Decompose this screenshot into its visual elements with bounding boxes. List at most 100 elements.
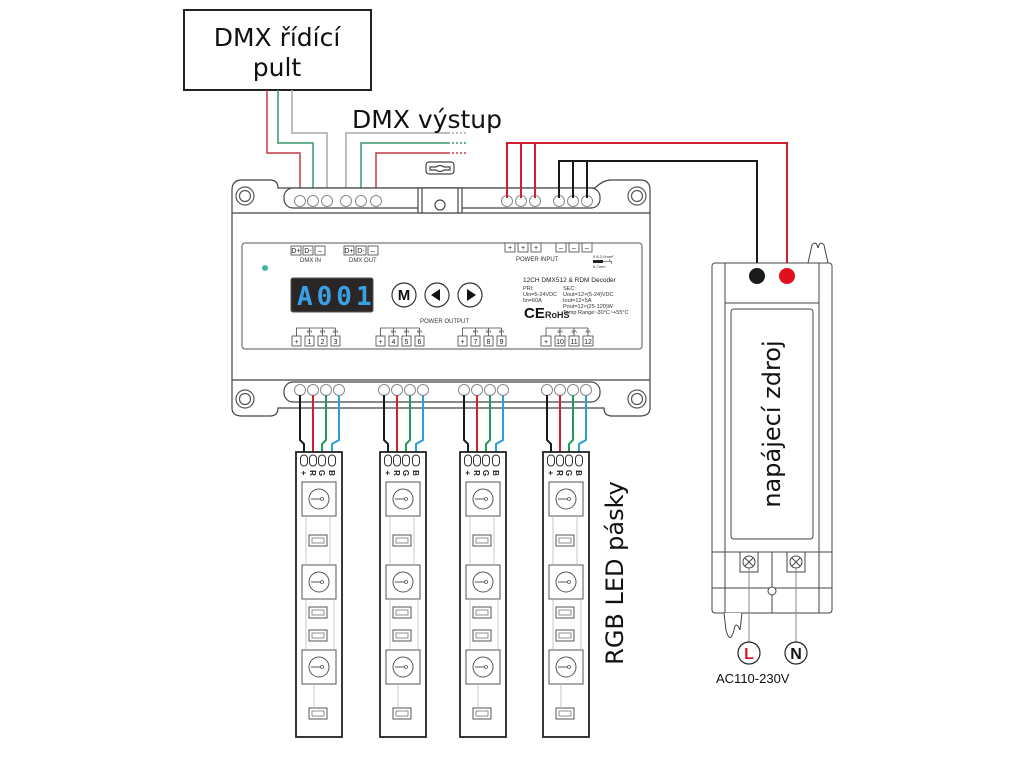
terminal-screw (458, 384, 470, 396)
strip-pin-label: + (546, 471, 555, 476)
strip-wire-+ (463, 395, 469, 458)
top-terminal-block (294, 195, 593, 207)
dmx-output-label: DMX výstup (352, 105, 502, 134)
screw-icon (235, 186, 255, 206)
power-input-minus-2: – (572, 245, 576, 252)
terminal-screw (321, 195, 333, 207)
decoder-specs: 12CH DMX512 & RDM Decoder PRI: Uin=5-24V… (523, 277, 629, 322)
next-button[interactable] (457, 282, 483, 308)
ce-mark: CE (524, 305, 545, 322)
strip-pin-label: R (555, 470, 564, 476)
arrow-right-icon (467, 289, 476, 301)
power-output-plus: + (460, 339, 464, 346)
mounting-screws (235, 186, 647, 409)
pri-title: PRI: (523, 286, 534, 292)
power-input-terminals: + + + – – – POWER INPUT (504, 242, 593, 263)
power-input-plus-2: + (521, 245, 525, 252)
solder-pad (328, 454, 336, 467)
terminal-screw (294, 195, 306, 207)
terminal-screw (580, 384, 592, 396)
power-output-channel: 5 (405, 339, 409, 346)
solder-pad (482, 454, 490, 467)
dmx-out-wires (345, 132, 468, 198)
controller-label-line1: DMX řídící (214, 23, 342, 52)
strip-wire-+ (299, 395, 305, 458)
terminal-screw (355, 195, 367, 207)
wire-strip-spec: 0.8-2.0mm² 6-7mm (593, 254, 614, 269)
terminal-screw (307, 195, 319, 207)
terminal-screw (340, 195, 352, 207)
resistor (555, 707, 575, 720)
terminal-screw (294, 384, 306, 396)
screw-icon (627, 389, 647, 409)
wire-spec-top: 0.8-2.0mm² (593, 254, 614, 259)
strip-pin-label: R (308, 470, 317, 476)
solder-pad (492, 454, 500, 467)
display-readout: A001 (297, 282, 376, 312)
strip-pin-label: B (574, 470, 583, 476)
terminal-screw (404, 384, 416, 396)
strip-wire-+ (383, 395, 389, 458)
resistor (472, 629, 492, 642)
power-output-group: +105A115A125A (540, 327, 594, 347)
dmx-in-terminals: D+ D- – DMX IN (290, 245, 326, 264)
mode-button[interactable]: M (391, 282, 417, 308)
decoder-model: 12CH DMX512 & RDM Decoder (523, 277, 617, 284)
segment-display: A001 (290, 277, 376, 313)
power-output-channel: 10 (556, 339, 564, 346)
strip-pin-label: G (564, 470, 573, 476)
power-output-label: POWER OUTPUT (420, 319, 469, 325)
arrow-left-icon (431, 289, 440, 301)
power-output-channel: 3 (334, 339, 338, 346)
power-input-plus-1: + (508, 245, 512, 252)
psu-negative-wire-1 (558, 160, 758, 276)
dmx-in-wire-red (266, 90, 301, 198)
power-wires (506, 142, 788, 276)
psu-label: napájecí zdroj (758, 340, 786, 507)
mains-neutral: N (784, 641, 808, 665)
screw-icon (627, 186, 647, 206)
strip-pin-label: + (299, 471, 308, 476)
strip-pin-label: B (491, 470, 500, 476)
resistor (472, 606, 492, 619)
power-supply (711, 242, 833, 638)
solder-pad (412, 454, 420, 467)
solder-pad (547, 454, 555, 467)
solder-pad (473, 454, 481, 467)
resistor (308, 707, 328, 720)
power-output-channel: 1 (308, 339, 312, 346)
dmx-in-d-plus: D+ (291, 248, 300, 255)
strip-pin-label: B (327, 470, 336, 476)
strip-pin-label: + (463, 471, 472, 476)
solder-pad (309, 454, 317, 467)
dmx-out-wire-red (375, 152, 450, 198)
led-chip (548, 481, 584, 517)
dmx-out-wire-gray (345, 132, 450, 198)
resistor (308, 606, 328, 619)
resistor (392, 534, 412, 547)
mode-button-label: M (398, 287, 411, 304)
prev-button[interactable] (424, 282, 450, 308)
screw-icon (235, 389, 255, 409)
dmx-out-d-minus: D- (357, 248, 365, 255)
solder-pad (402, 454, 410, 467)
strip-pin-label: G (401, 470, 410, 476)
strip-wire-G (568, 395, 574, 458)
terminal-screw (554, 384, 566, 396)
dmx-in-d-minus: D- (304, 248, 312, 255)
resistor (392, 606, 412, 619)
terminal-screw (484, 384, 496, 396)
power-input-plus-3: + (534, 245, 538, 252)
sec-iout: Iout=12×5A (563, 298, 592, 304)
terminal-screw (370, 195, 382, 207)
power-input-minus-3: – (585, 245, 589, 252)
solder-pad (384, 454, 392, 467)
controller-label-line2: pult (253, 53, 302, 82)
solder-pad (464, 454, 472, 467)
strip-wire-B (331, 395, 340, 458)
strip-wire-B (415, 395, 424, 458)
terminal-screw (541, 384, 553, 396)
strip-pin-label: + (383, 471, 392, 476)
solder-pad (556, 454, 564, 467)
